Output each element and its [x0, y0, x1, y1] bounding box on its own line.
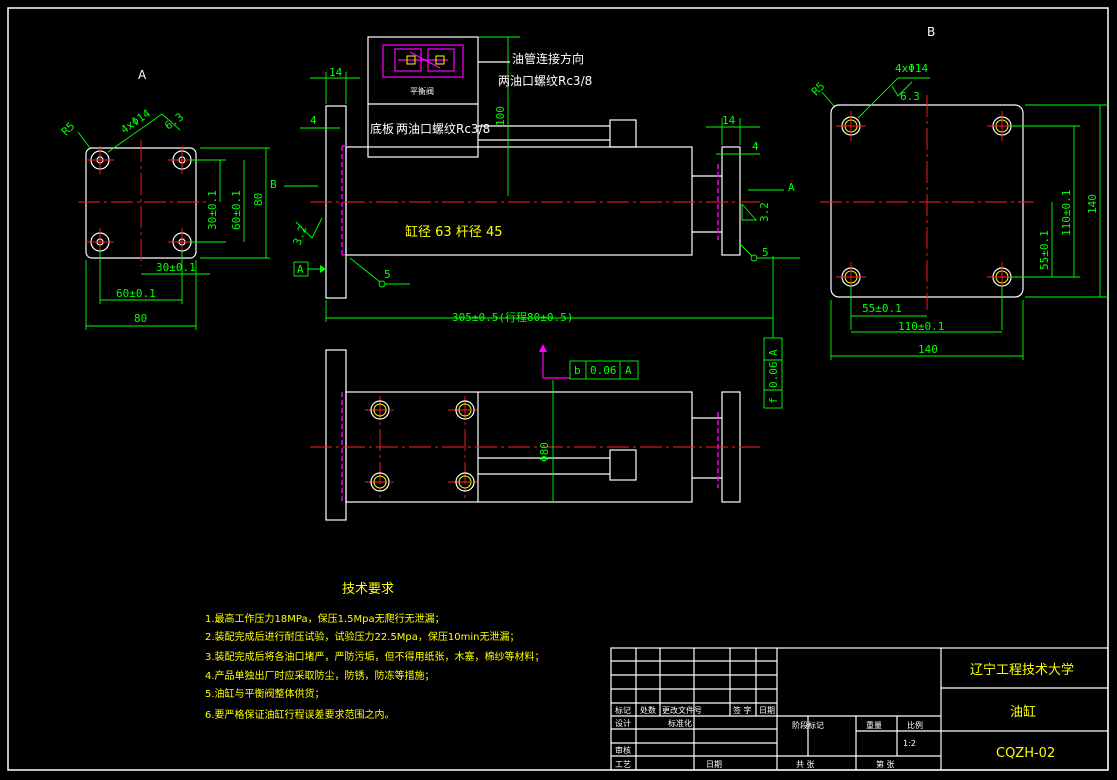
- valve-schematic: [382, 44, 464, 78]
- left-dim-hole-v: 30±0.1: [206, 190, 219, 230]
- right-dim-height: 140: [1086, 194, 1099, 214]
- tb-sheet: 第 张: [876, 759, 895, 769]
- valve-right-note: 两油口螺纹Rc3/8: [396, 122, 490, 136]
- top-left-flange: [325, 349, 347, 521]
- tb-weight: 重量: [866, 720, 882, 730]
- front-weld-r: 5: [762, 246, 769, 259]
- left-dim-outer-h: 60±0.1: [116, 287, 156, 300]
- front-section-a: A: [788, 181, 795, 194]
- right-view: B R5 4xΦ14 6.3 55±0.1 110±0.1 140: [809, 25, 1108, 360]
- top-tol2-symbol: f: [767, 397, 780, 404]
- tb-approve: 日期: [706, 760, 722, 769]
- title-block: 标记 处数 更改文件号 签 字 日期 设计 标准化 审核 工艺 日期 阶段标记 …: [610, 647, 1109, 771]
- front-barrel: [345, 146, 693, 256]
- front-rough-r: 3.2: [758, 202, 771, 222]
- front-section-b: B: [270, 178, 277, 191]
- right-roughness: 6.3: [900, 90, 920, 103]
- left-dim-outer-v: 60±0.1: [230, 190, 243, 230]
- left-roughness: 6.3: [162, 110, 186, 132]
- right-dim-outer-v: 110±0.1: [1060, 190, 1073, 236]
- tb-stage: 阶段标记: [792, 720, 824, 730]
- tb-process: 工艺: [615, 760, 631, 769]
- requirements: 技术要求 1.最高工作压力18MPa，保压1.5Mpa无爬行无泄漏； 2.装配完…: [205, 582, 545, 721]
- tb-change-doc: 更改文件号: [662, 705, 702, 715]
- right-dim-width: 140: [918, 343, 938, 356]
- left-view: A R5 4xΦ14 6.3 30±0.1 60±0.1 80: [59, 68, 270, 330]
- front-dim-flange-r: 14: [722, 114, 736, 127]
- top-tol-symbol: b: [574, 364, 581, 377]
- left-view-label: A: [138, 68, 147, 82]
- front-right-flange: [721, 146, 741, 256]
- tb-part-name: 油缸: [1010, 704, 1036, 720]
- front-view: 平衡阀 底板 两油口螺纹Rc3/8 14 4 14 4: [270, 36, 800, 336]
- right-dim-outer-h: 110±0.1: [898, 320, 944, 333]
- front-bore-text: 缸径 63 杆径 45: [405, 224, 502, 240]
- front-dim-step-r: 4: [752, 140, 759, 153]
- right-view-label: B: [927, 25, 935, 39]
- top-tol2-datum: A: [767, 349, 780, 356]
- sheet-border: [7, 7, 1109, 771]
- top-tol2-value: 0.06: [767, 362, 780, 389]
- top-tol-datum: A: [625, 364, 632, 377]
- front-weld-l: 5: [384, 268, 391, 281]
- tb-drawing-no: CQZH-02: [996, 746, 1055, 761]
- top-tol-value: 0.06: [590, 364, 617, 377]
- left-radius: R5: [59, 120, 78, 139]
- requirement-item: 6.要严格保证油缸行程误差要求范围之内。: [205, 708, 395, 721]
- tb-scale: 1:2: [903, 739, 916, 748]
- front-note-line1: 油管连接方向: [512, 51, 584, 66]
- tb-standard: 标准化: [668, 718, 692, 728]
- valve-label: 平衡阀: [410, 86, 434, 96]
- tb-sign: 签 字: [733, 705, 752, 715]
- front-dim-step-l: 4: [310, 114, 317, 127]
- tb-school: 辽宁工程技术大学: [970, 662, 1074, 678]
- tb-date: 日期: [759, 706, 775, 715]
- left-dim-width: 80: [134, 312, 147, 325]
- tb-ratio: 比例: [907, 720, 923, 730]
- top-dim-dia: Φ80: [538, 442, 551, 462]
- right-dim-hole-h: 55±0.1: [862, 302, 902, 315]
- top-rod-end: [609, 449, 637, 481]
- top-view: Φ80 b 0.06 A A 0.06 f: [310, 318, 783, 521]
- tb-total: 共 张: [796, 760, 815, 769]
- front-datum: A: [297, 263, 304, 276]
- requirement-item: 1.最高工作压力18MPa，保压1.5Mpa无爬行无泄漏；: [205, 612, 445, 625]
- left-dim-hole-h: 30±0.1: [156, 261, 196, 274]
- front-note-line2: 两油口螺纹Rc3/8: [498, 74, 592, 88]
- tb-design: 设计: [615, 718, 631, 728]
- front-dim-flange-l: 14: [329, 66, 343, 79]
- requirement-item: 4.产品单独出厂时应采取防尘，防锈，防冻等措施；: [205, 669, 435, 682]
- tb-mark: 标记: [615, 705, 631, 715]
- valve-left-note: 底板: [370, 121, 394, 136]
- right-holes: 4xΦ14: [895, 62, 928, 75]
- right-dim-hole-v: 55±0.1: [1038, 230, 1051, 270]
- requirement-item: 5.油缸与平衡阀整体供货；: [205, 687, 325, 700]
- tb-review: 审核: [615, 745, 631, 755]
- requirement-item: 3.装配完成后将各油口堵严，严防污垢，但不得用纸张，木塞，棉纱等材料；: [205, 650, 545, 663]
- requirement-item: 2.装配完成后进行耐压试验，试验压力22.5Mpa，保压10min无泄漏；: [205, 630, 520, 643]
- front-rough-l: 3.2: [291, 224, 310, 247]
- front-dim-total: 305±0.5(行程80±0.5): [452, 311, 573, 324]
- front-rod-end: [609, 119, 637, 148]
- valve-block: [367, 36, 479, 158]
- front-dim-valve-h: 100: [494, 106, 507, 126]
- requirements-title: 技术要求: [342, 582, 394, 597]
- tb-count: 处数: [640, 705, 656, 715]
- left-dim-height: 80: [252, 193, 265, 206]
